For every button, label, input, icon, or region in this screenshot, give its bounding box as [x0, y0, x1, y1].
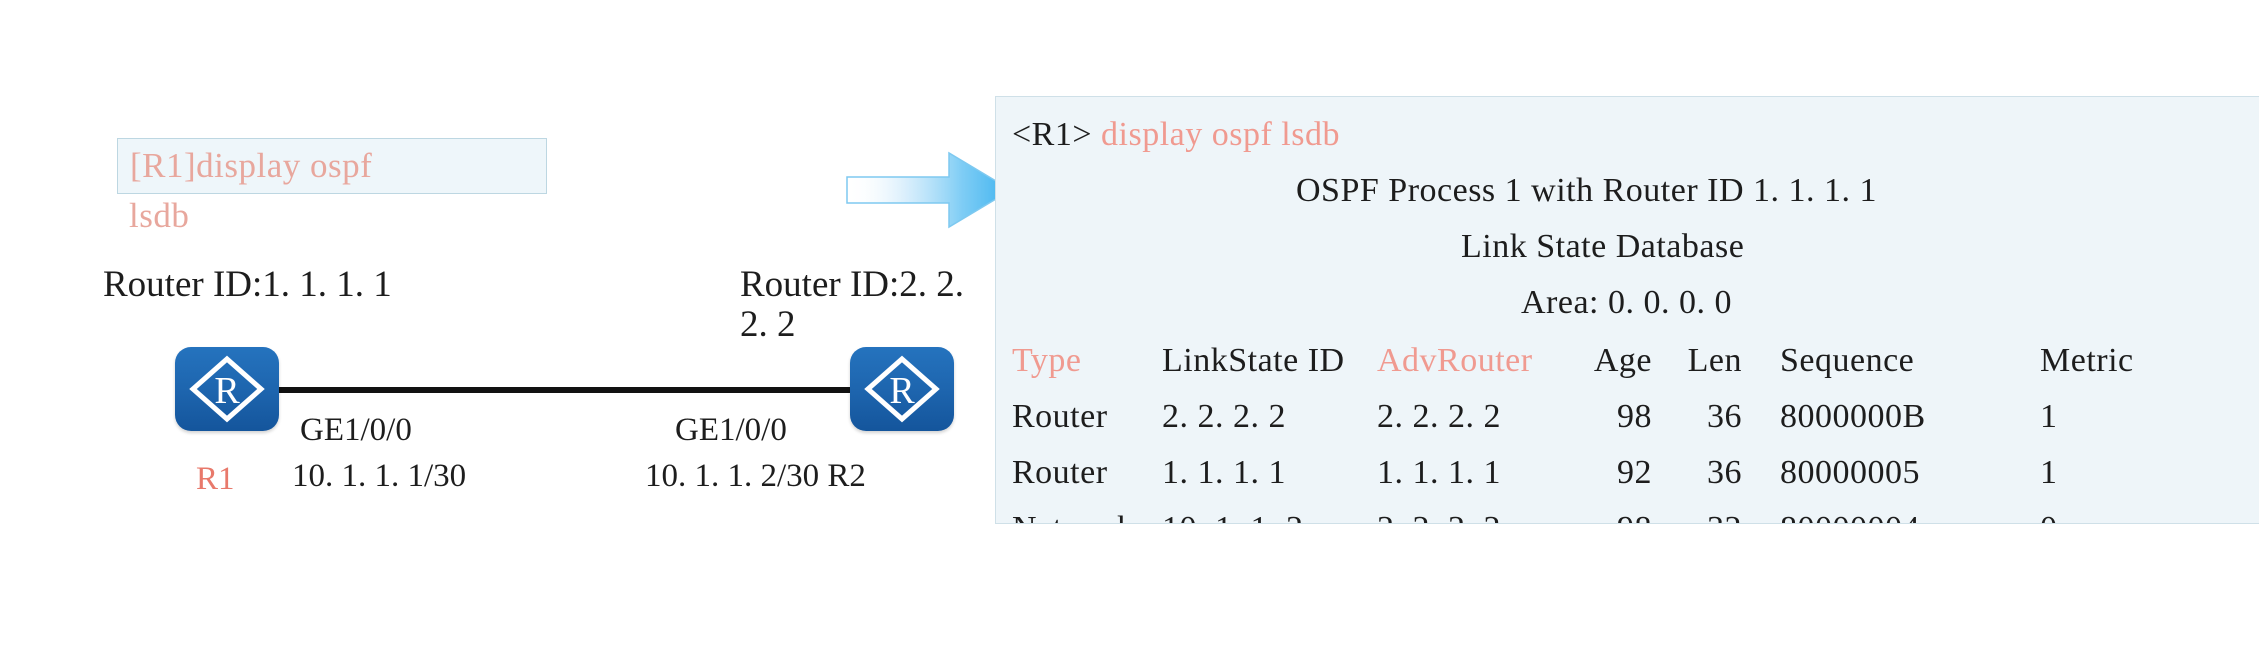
left-interface-ip: 10. 1. 1. 1/30	[292, 458, 467, 494]
cell-age: 98	[1617, 398, 1652, 435]
cell-sequence: 8000000B	[1780, 398, 1926, 435]
cli-command: display ospf lsdb	[1101, 116, 1340, 153]
header-linkstate-id: LinkState ID	[1162, 342, 1345, 379]
right-interface-ip: 10. 1. 1. 2/30	[645, 458, 820, 494]
right-router-name: R2	[827, 458, 866, 494]
cell-adv-router: 2. 2. 2. 2	[1377, 501, 1562, 523]
cell-linkstate-id: 10. 1. 1. 2	[1162, 501, 1377, 523]
cell-sequence: 80000005	[1780, 454, 1920, 491]
table-row: Router 2. 2. 2. 2 2. 2. 2. 2 98 36 80000…	[1012, 389, 2180, 445]
cell-metric: 1	[2040, 454, 2058, 491]
header-len: Len	[1687, 342, 1742, 379]
table-row: Network 10. 1. 1. 2 2. 2. 2. 2 98 32 800…	[1012, 501, 2180, 523]
left-router-name: R1	[196, 461, 235, 497]
header-adv-router: AdvRouter	[1377, 342, 1533, 379]
header-sequence: Sequence	[1780, 342, 1915, 379]
command-callout-line2: lsdb	[129, 196, 190, 235]
right-interface-name: GE1/0/0	[675, 412, 787, 448]
svg-text:R: R	[889, 370, 915, 412]
cell-linkstate-id: 1. 1. 1. 1	[1162, 454, 1286, 491]
cell-adv-router: 1. 1. 1. 1	[1377, 454, 1501, 491]
cli-output-panel: <R1> display ospf lsdb OSPF Process 1 wi…	[995, 96, 2259, 524]
lsdb-table: Type LinkState ID AdvRouter Age Len Sequ…	[1012, 333, 2180, 523]
ospf-area-line: Area: 0. 0. 0. 0	[1521, 284, 1733, 321]
link-state-database-title: Link State Database	[1461, 228, 1745, 265]
cell-sequence: 80000004	[1742, 501, 2010, 523]
flow-arrow-right-icon	[845, 145, 1015, 235]
cell-age: 92	[1617, 454, 1652, 491]
cell-adv-router: 2. 2. 2. 2	[1377, 398, 1501, 435]
network-link-line	[278, 387, 851, 393]
right-router-id-label: Router ID:2. 2. 2. 2	[740, 264, 965, 345]
left-interface-name: GE1/0/0	[300, 412, 412, 448]
right-interface-ip-and-name: 10. 1. 1. 2/30 R2	[645, 458, 866, 495]
svg-text:R: R	[214, 370, 240, 412]
cli-prompt: <R1>	[1012, 116, 1093, 153]
cell-age: 98	[1562, 501, 1652, 523]
cell-len: 36	[1707, 398, 1742, 435]
cell-type: Router	[1012, 454, 1108, 491]
left-router-id-label: Router ID:1. 1. 1. 1	[103, 264, 392, 305]
header-age: Age	[1593, 342, 1652, 379]
cell-len: 32	[1652, 501, 1742, 523]
router-icon-r2: R	[850, 347, 954, 431]
cell-linkstate-id: 2. 2. 2. 2	[1162, 398, 1286, 435]
cell-metric: 1	[2040, 398, 2058, 435]
command-callout-box: [R1]display ospf	[117, 138, 547, 194]
cli-prompt-line: <R1> display ospf lsdb	[1012, 107, 1340, 163]
cell-len: 36	[1707, 454, 1742, 491]
network-topology-panel: [R1]display ospf lsdb Router ID:1. 1. 1.…	[0, 0, 1000, 649]
cell-metric: 0	[2010, 501, 2180, 523]
table-header-row: Type LinkState ID AdvRouter Age Len Sequ…	[1012, 333, 2180, 389]
router-icon-r1: R	[175, 347, 279, 431]
table-row: Router 1. 1. 1. 1 1. 1. 1. 1 92 36 80000…	[1012, 445, 2180, 501]
cell-type: Router	[1012, 398, 1108, 435]
ospf-process-line: OSPF Process 1 with Router ID 1. 1. 1. 1	[1296, 172, 1878, 209]
header-metric: Metric	[2040, 342, 2134, 379]
cell-type: Network	[1012, 501, 1162, 523]
command-callout-line1: [R1]display ospf	[130, 146, 373, 185]
header-type: Type	[1012, 342, 1082, 379]
